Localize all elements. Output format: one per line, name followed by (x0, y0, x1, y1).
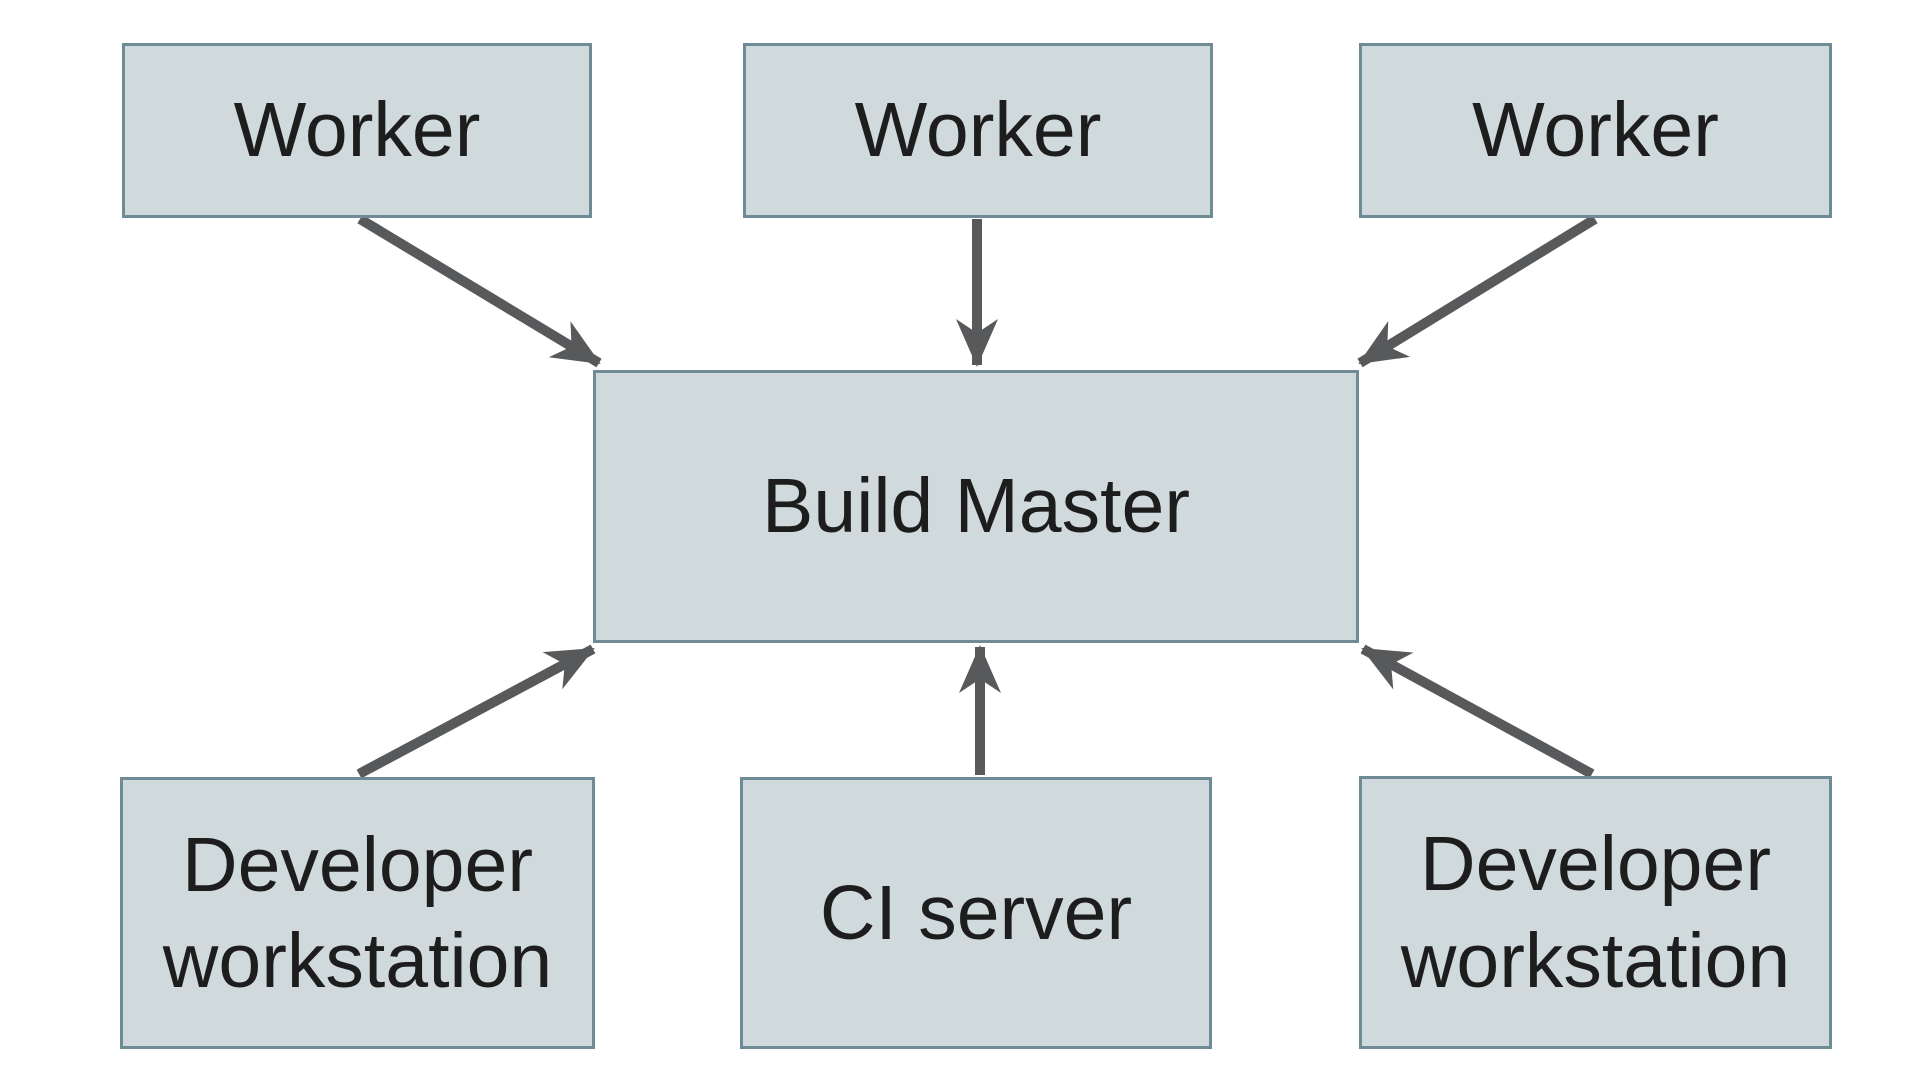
node-developer-workstation-1: Developer workstation (120, 777, 595, 1049)
node-worker-3-label: Worker (1472, 87, 1719, 174)
arrow-worker3-to-build-master (1357, 214, 1598, 368)
node-worker-1-label: Worker (233, 87, 481, 174)
node-worker-2-label: Worker (854, 87, 1102, 174)
node-worker-3: Worker (1359, 43, 1832, 218)
arrow-devworkstation1-to-build-master (356, 644, 596, 779)
arrow-worker1-to-build-master (357, 214, 602, 368)
node-developer-workstation-2-label: Developer workstation (1400, 821, 1791, 1004)
node-ci-server-label: CI server (819, 869, 1133, 956)
node-developer-workstation-2: Developer workstation (1359, 776, 1832, 1049)
node-developer-workstation-1-label: Developer workstation (162, 821, 553, 1004)
node-worker-1: Worker (122, 43, 592, 218)
node-worker-2: Worker (743, 43, 1213, 218)
node-build-master: Build Master (593, 370, 1359, 643)
arrow-devworkstation2-to-build-master (1360, 644, 1595, 779)
node-build-master-label: Build Master (762, 463, 1190, 550)
node-ci-server: CI server (740, 777, 1212, 1049)
